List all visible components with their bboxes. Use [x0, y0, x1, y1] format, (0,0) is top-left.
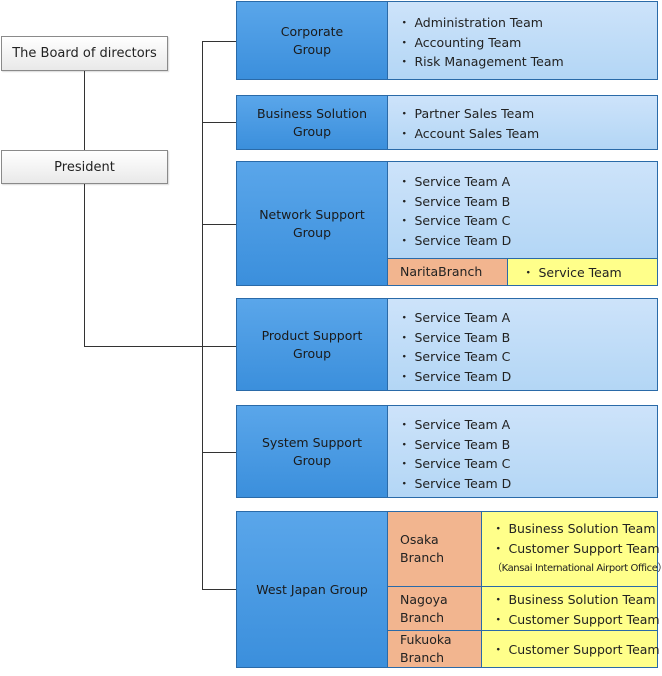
system-support-teams-box: ・ Service Team A ・ Service Team B ・ Serv… [387, 405, 658, 498]
business-solution-teams-box: ・ Partner Sales Team ・ Account Sales Tea… [387, 95, 658, 150]
team-item: ・ Customer Support Team [492, 541, 660, 556]
team-item: ・ Customer Support Team [492, 642, 660, 657]
board-of-directors-box: The Board of directors [1, 36, 168, 71]
corporate-group-label: Corporate Group [280, 23, 344, 57]
team-item: ・ Service Team C [398, 213, 511, 229]
team-item: ・ Service Team D [398, 232, 512, 248]
team-item: ・ Service Team B [398, 436, 511, 452]
connector-board-president [84, 70, 85, 150]
fukuoka-teams-box: ・ Customer Support Team [481, 630, 660, 668]
corporate-group-box: Corporate Group [236, 1, 388, 80]
connector-president-down [84, 184, 85, 346]
team-item: ・ Risk Management Team [398, 54, 564, 70]
board-label: The Board of directors [12, 46, 157, 61]
team-item: ・ Customer Support Team [492, 612, 660, 627]
system-support-group-box: System Support Group [236, 405, 388, 498]
network-support-teams-box: ・ Service Team A ・ Service Team B ・ Serv… [387, 161, 658, 259]
product-support-group-label: Product Support Group [261, 327, 363, 361]
connector-branch-system [202, 452, 236, 453]
connector-branch-business [202, 122, 236, 123]
team-item: ・ Service Team A [398, 174, 511, 189]
team-item: ・ Accounting Team [398, 34, 522, 50]
corporate-teams-box: ・ Administration Team ・ Accounting Team … [387, 1, 658, 80]
team-item: ・ Service Team C [398, 349, 511, 365]
team-item: ・ Business Solution Team [492, 592, 656, 607]
fukuoka-branch-label: Fukuoka Branch [400, 632, 452, 665]
narita-branch-box: NaritaBranch [387, 258, 508, 286]
team-item: ・ Account Sales Team [398, 125, 540, 141]
product-support-teams-box: ・ Service Team A ・ Service Team B ・ Serv… [387, 298, 658, 391]
connector-president-horizontal [84, 346, 203, 347]
team-item: ・ Service Team D [398, 368, 512, 384]
west-japan-group-box: West Japan Group [236, 511, 388, 668]
product-support-group-box: Product Support Group [236, 298, 388, 391]
president-box: President [1, 150, 168, 184]
narita-branch-label: NaritaBranch [400, 264, 483, 279]
nagoya-branch-label: Nagoya Branch [400, 591, 448, 625]
team-item: ・ Service Team A [398, 310, 511, 325]
office-note: （Kansai International Airport Office） [492, 563, 662, 574]
connector-branch-corporate [202, 41, 236, 42]
team-item: ・ Service Team B [398, 193, 511, 209]
team-item: ・ Service Team A [398, 417, 511, 432]
team-item: ・ Service Team B [398, 329, 511, 345]
network-support-group-label: Network Support Group [259, 206, 365, 240]
network-support-group-box: Network Support Group [236, 161, 388, 286]
connector-branch-product [202, 346, 236, 347]
osaka-branch-box: Osaka Branch [387, 511, 482, 587]
connector-trunk [202, 41, 203, 589]
connector-branch-west [202, 589, 236, 590]
team-item: ・ Service Team C [398, 456, 511, 472]
nagoya-teams-box: ・ Business Solution Team ・ Customer Supp… [481, 586, 660, 631]
team-item: ・ Service Team D [398, 475, 512, 491]
president-label: President [54, 159, 115, 175]
nagoya-branch-box: Nagoya Branch [387, 586, 482, 631]
connector-branch-network [202, 224, 236, 225]
osaka-teams-box: ・ Business Solution Team ・ Customer Supp… [481, 511, 662, 587]
system-support-group-label: System Support Group [262, 434, 362, 468]
team-item: ・ Administration Team [398, 15, 543, 30]
west-japan-group-label: West Japan Group [256, 581, 368, 597]
team-item: ・ Business Solution Team [492, 521, 656, 536]
business-solution-group-label: Business Solution Group [256, 105, 368, 139]
osaka-branch-label: Osaka Branch [400, 532, 445, 565]
narita-teams-box: ・ Service Team [507, 258, 658, 286]
team-item: ・ Partner Sales Team [398, 106, 535, 121]
business-solution-group-box: Business Solution Group [236, 95, 388, 150]
fukuoka-branch-box: Fukuoka Branch [387, 630, 482, 668]
team-item: ・ Service Team [522, 265, 622, 280]
